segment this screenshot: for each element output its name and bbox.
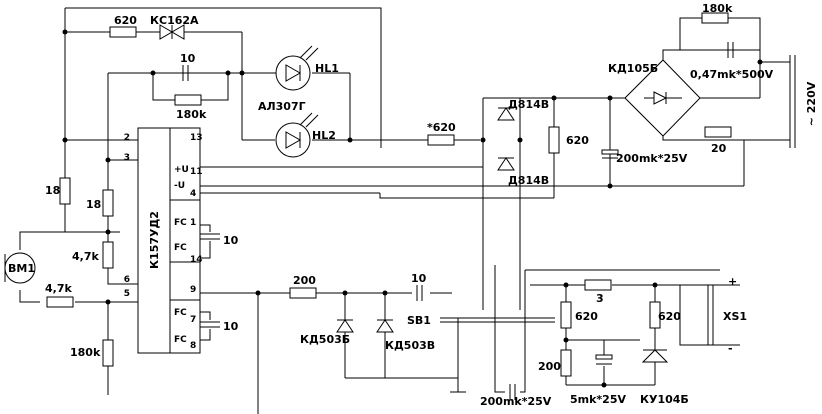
pwr-plus: +U [174,165,189,175]
pin-1: 1 [190,218,196,228]
label-220v: ~ 220V [805,81,818,126]
label-r18b: 18 [86,198,101,211]
label-ku104b: КУ104Б [640,393,689,406]
pin-6: 6 [124,275,130,285]
fc-2: FC [174,243,187,253]
label-r4k7a: 4,7k [72,250,99,263]
resistor-620-d [649,301,661,329]
label-c10-fb: 10 [180,52,196,65]
label-plus: + [728,275,737,288]
fc-1: FC [174,218,187,228]
pin-4: 4 [190,189,196,199]
labels: 620 КС162А 10 180k HL1 HL2 АЛ307Г 18 18 … [8,2,818,408]
resistor-180k-fb [174,94,202,106]
label-hl1: HL1 [315,62,339,75]
label-r20: 20 [711,142,727,155]
resistor-620-star [427,134,455,146]
label-kd105b: КД105Б [608,62,658,75]
label-c5mk: 5mk*25V [570,393,626,406]
capacitors [182,42,734,400]
label-r180k-tr: 180k [702,2,733,15]
label-c10a: 10 [223,234,239,247]
label-d814v-b: Д814В [508,174,549,187]
label-r180k-bot: 180k [70,346,101,359]
label-sb1: SB1 [407,314,431,327]
label-r200: 200 [293,274,316,287]
resistor-180k-bot [102,339,114,367]
ic-k157ud2: К157УД2 2 3 5 6 13 11 4 1 14 9 7 8 +U -U… [124,127,203,354]
label-c200-a: 200mk*25V [480,395,552,408]
label-minus: - [728,342,733,355]
label-kd503v: КД503В [385,339,435,352]
resistor-4k7a [102,241,114,269]
pin-5: 5 [124,289,130,299]
resistor-620-c [560,301,572,329]
label-r620-top: 620 [114,14,137,27]
pin-13: 13 [190,133,203,143]
label-r620-mid: 620 [566,134,589,147]
resistor-620-mid [548,126,560,154]
pin-9: 9 [190,285,196,295]
pin-3: 3 [124,153,130,163]
label-al307g: АЛ307Г [258,100,306,113]
label-kd503b: КД503Б [300,333,350,346]
label-hl2: HL2 [312,129,336,142]
resistor-180k-tr [701,12,729,24]
label-d814v-a: Д814В [508,98,549,111]
label-bm1: BM1 [8,262,35,275]
resistor-20 [704,126,732,138]
label-r4k7b: 4,7k [45,282,72,295]
pin-11: 11 [190,167,203,177]
resistors [46,12,732,377]
pin-2: 2 [124,133,130,143]
pin-14: 14 [190,255,203,265]
diodes [159,24,682,363]
resistor-18a [59,177,71,205]
label-r180k-fb: 180k [176,108,207,121]
label-r620-star: *620 [427,121,456,134]
label-xs1: XS1 [723,310,747,323]
label-c10b: 10 [223,320,239,333]
fc-3: FC [174,308,187,318]
pwr-minus: -U [174,181,185,191]
junctions [62,29,763,388]
label-r620-c: 620 [575,310,598,323]
resistor-18b [102,189,114,217]
microphone-bm1 [4,252,36,284]
resistor-200-b [560,349,572,377]
label-kc162a: КС162А [150,14,199,27]
label-c10-out: 10 [411,272,427,285]
ic-label: К157УД2 [148,211,161,269]
pin-8: 8 [190,341,196,351]
resistor-3 [584,279,612,291]
wires [19,7,796,414]
label-r3: 3 [596,292,604,305]
label-c200-b: 200mk*25V [616,152,688,165]
label-r200-b: 200 [538,360,561,373]
fc-4: FC [174,335,187,345]
label-c047: 0,47mk*500V [690,68,774,81]
pin-7: 7 [190,315,196,325]
label-r620-d: 620 [658,310,681,323]
resistor-200 [289,287,317,299]
resistor-4k7b [46,296,74,308]
label-r18a: 18 [45,184,60,197]
resistor-620-top [109,26,137,38]
